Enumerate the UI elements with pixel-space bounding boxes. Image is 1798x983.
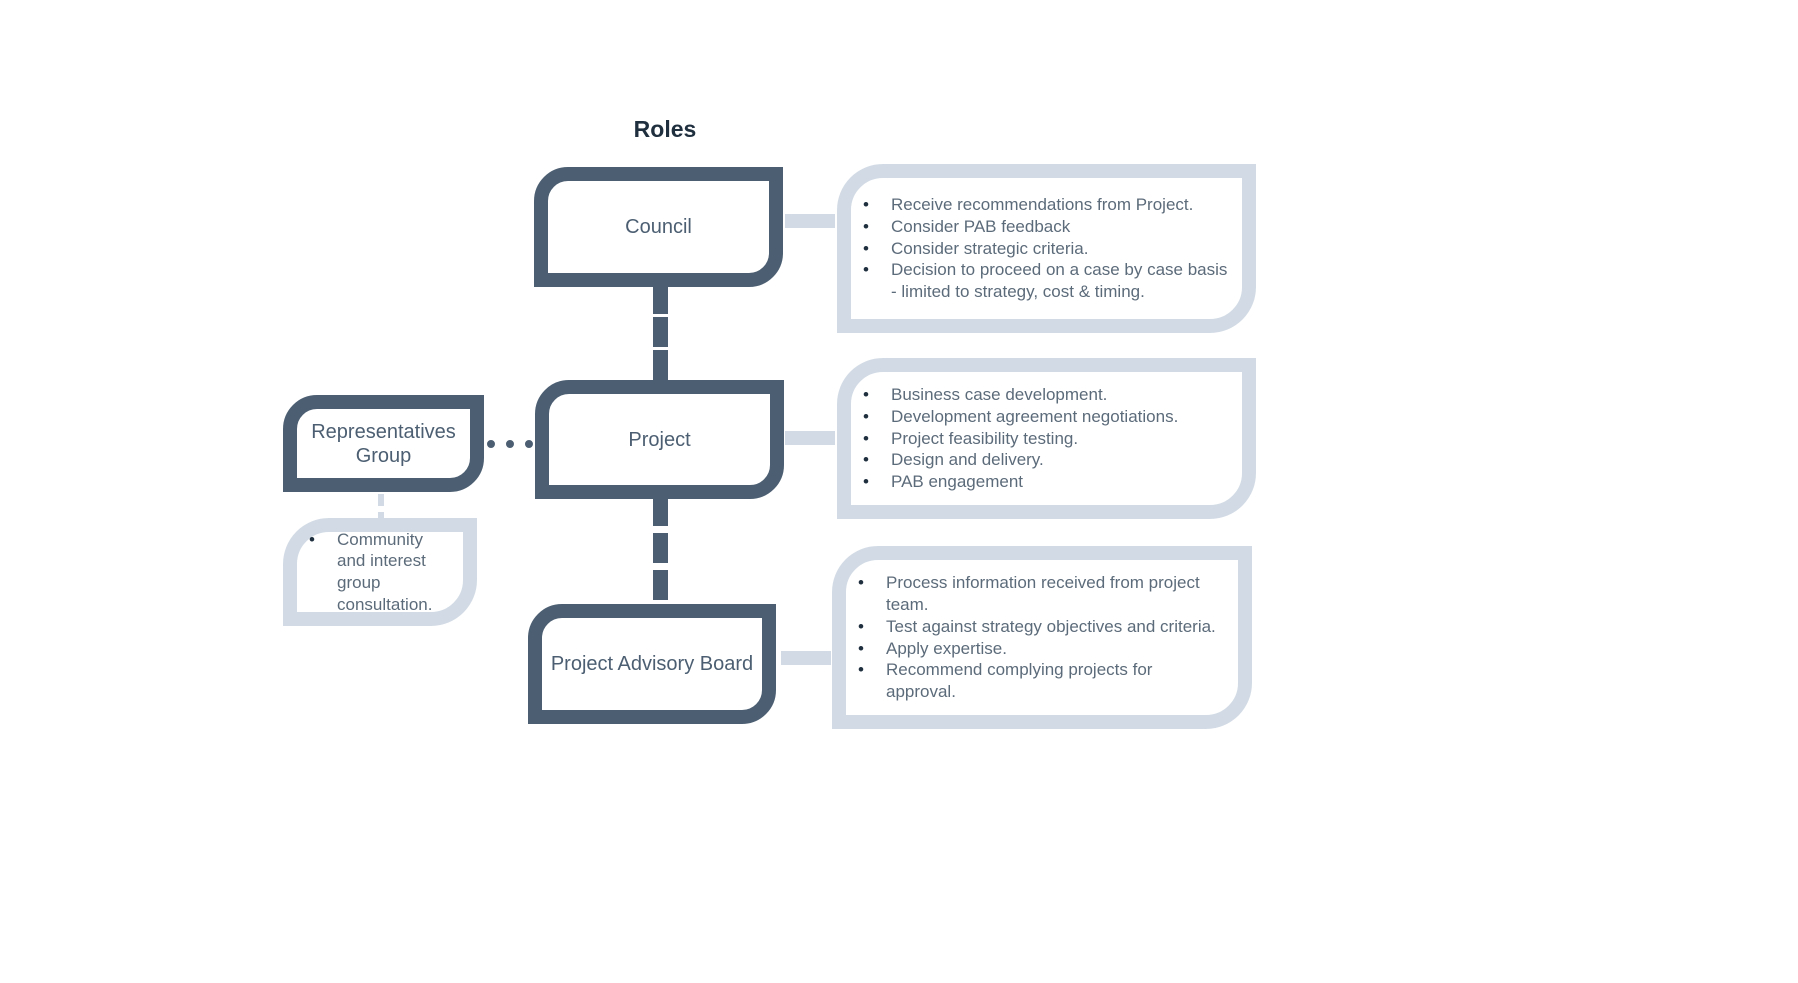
list-item: Business case development.	[863, 384, 1178, 406]
responsibilities-project-advisory-board: Process information received from projec…	[832, 546, 1252, 729]
role-pab-label: Project Advisory Board	[550, 653, 754, 675]
connector-representatives-project	[487, 440, 533, 448]
role-project-advisory-board: Project Advisory Board	[528, 604, 776, 724]
role-council-label: Council	[625, 216, 692, 238]
connector-council-responsibilities	[785, 214, 835, 228]
list-item: Decision to proceed on a case by case ba…	[863, 259, 1228, 303]
list-item: Apply expertise.	[858, 638, 1224, 660]
list-item: Development agreement negotiations.	[863, 406, 1178, 428]
responsibilities-representatives: Community and interest group consultatio…	[283, 518, 477, 626]
responsibilities-project: Business case development. Development a…	[837, 358, 1256, 519]
responsibilities-council: Receive recommendations from Project. Co…	[837, 164, 1256, 333]
diagram-title: Roles	[633, 116, 697, 142]
role-project-label: Project	[628, 428, 691, 451]
list-item: Project feasibility testing.	[863, 428, 1178, 450]
list-item: Recommend complying projects for approva…	[858, 659, 1224, 703]
list-item: Consider strategic criteria.	[863, 238, 1228, 260]
list-item: Test against strategy objectives and cri…	[858, 616, 1224, 638]
connector-council-project	[653, 284, 668, 380]
list-item: Process information received from projec…	[858, 572, 1224, 616]
list-item: Community and interest group consultatio…	[309, 529, 449, 616]
list-item: Consider PAB feedback	[863, 216, 1228, 238]
role-council: Council	[534, 167, 783, 287]
connector-project-responsibilities	[785, 431, 835, 445]
list-item: PAB engagement	[863, 471, 1178, 493]
role-representatives-group: Representatives Group	[283, 395, 484, 492]
list-item: Design and delivery.	[863, 449, 1178, 471]
connector-pab-responsibilities	[781, 651, 831, 665]
role-project: Project	[535, 380, 784, 499]
list-item: Receive recommendations from Project.	[863, 194, 1228, 216]
connector-project-pab	[653, 496, 668, 600]
connector-representatives-responsibilities	[378, 494, 384, 524]
role-representatives-label: Representatives Group	[311, 420, 456, 467]
